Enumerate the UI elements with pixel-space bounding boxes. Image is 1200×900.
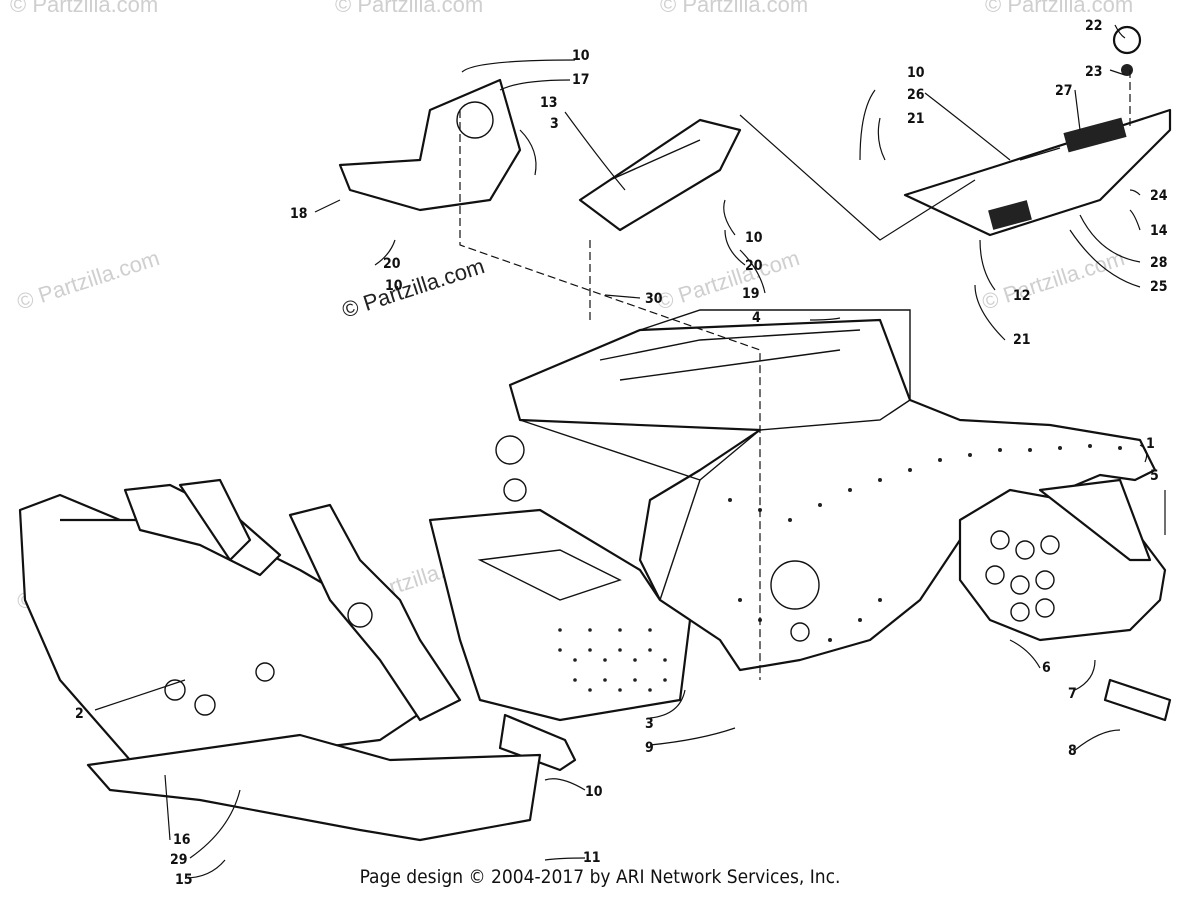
- callout: 15: [175, 872, 193, 888]
- steering-bracket: [338, 78, 742, 232]
- callout: 19: [742, 286, 760, 302]
- knob: [1112, 25, 1142, 76]
- rear-bracket: [958, 478, 1172, 722]
- callout: 30: [645, 291, 663, 307]
- callout: 22: [1085, 18, 1103, 34]
- watermark: © Partzilla.com: [985, 0, 1133, 17]
- callout: 21: [907, 111, 925, 127]
- callout: 29: [170, 852, 188, 868]
- front-bumper: [18, 478, 462, 782]
- callout: 26: [907, 87, 925, 103]
- callout: 3: [645, 716, 654, 732]
- callout: 12: [1013, 288, 1031, 304]
- callout: 27: [1055, 83, 1073, 99]
- assembly-lines: [459, 70, 1131, 680]
- watermark: © Partzilla.com: [335, 0, 483, 17]
- callout: 24: [1150, 188, 1168, 204]
- callout: 20: [745, 258, 763, 274]
- callout: 20: [383, 256, 401, 272]
- callout: 10: [572, 48, 590, 64]
- callout: 13: [540, 95, 558, 111]
- callout: 3: [550, 116, 559, 132]
- watermark: © Partzilla.com: [339, 253, 488, 323]
- watermark: © Partzilla.com: [979, 245, 1128, 315]
- callout: 10: [385, 278, 403, 294]
- copyright-footer: Page design © 2004-2017 by ARI Network S…: [359, 866, 841, 888]
- watermark: © Partzilla.com: [14, 245, 163, 315]
- callout: 18: [290, 206, 308, 222]
- callout: 17: [572, 72, 590, 88]
- callout: 7: [1068, 686, 1077, 702]
- console-panel: [903, 108, 1172, 237]
- callout: 21: [1013, 332, 1031, 348]
- callout: 4: [752, 310, 761, 326]
- callout: 8: [1068, 743, 1077, 759]
- callout: 10: [745, 230, 763, 246]
- chassis-frame: [495, 309, 1157, 672]
- callout: 16: [173, 832, 191, 848]
- watermark: © Partzilla.com: [660, 0, 808, 17]
- callout: 6: [1042, 660, 1051, 676]
- callout: 14: [1150, 223, 1168, 239]
- skid-plate: [86, 733, 542, 842]
- callout: 1: [1146, 436, 1155, 452]
- callout: 11: [583, 850, 601, 866]
- callout: 28: [1150, 255, 1168, 271]
- watermark: © Partzilla.com: [10, 0, 158, 17]
- callout: 9: [645, 740, 654, 756]
- callouts: 1 2 3 3 4 5 6 7 8 9 10 10 10 10 10 11 12…: [75, 18, 1168, 888]
- callout: 10: [585, 784, 603, 800]
- callout: 25: [1150, 279, 1168, 295]
- leader-lines: [94, 24, 1166, 879]
- callout: 10: [907, 65, 925, 81]
- callout: 5: [1150, 468, 1159, 484]
- floor-pan: [428, 508, 692, 772]
- callout: 23: [1085, 64, 1103, 80]
- watermark: © Partzilla.com: [654, 245, 803, 315]
- callout: 2: [75, 706, 84, 722]
